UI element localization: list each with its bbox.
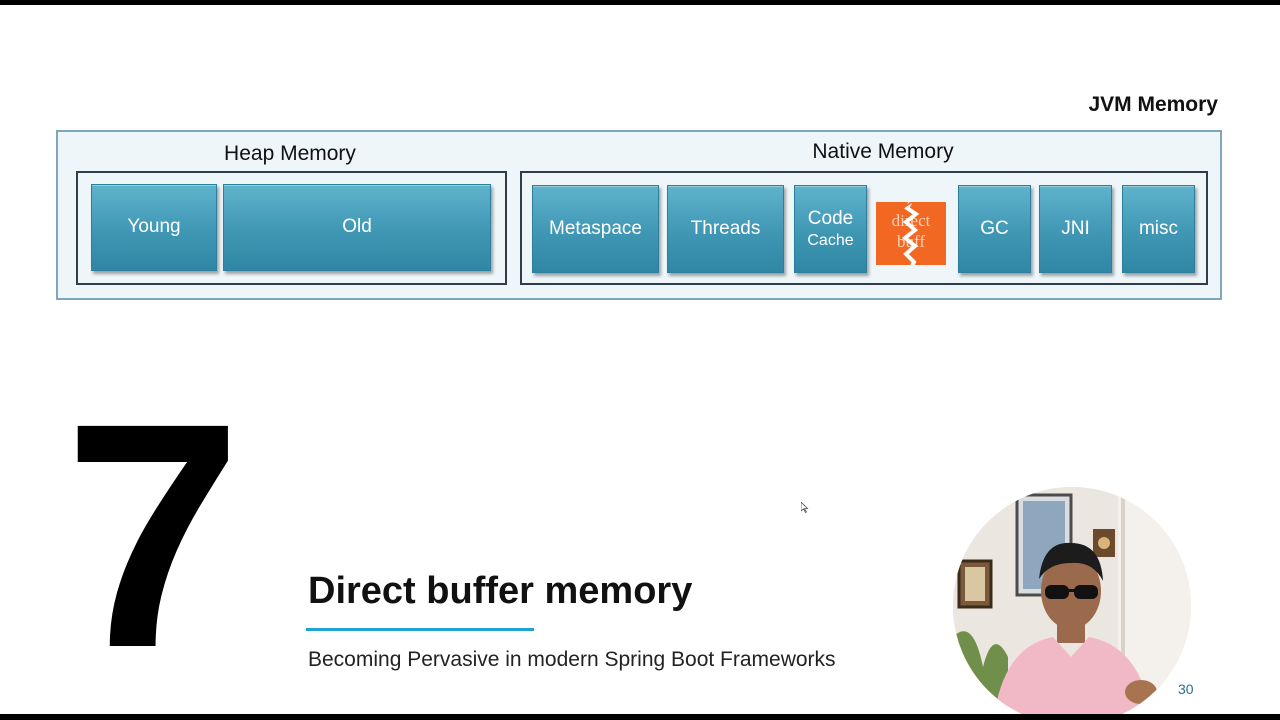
young-block: Young — [91, 184, 217, 271]
native-memory-label: Native Memory — [812, 140, 954, 163]
presenter-webcam — [953, 487, 1191, 714]
heap-memory-label: Heap Memory — [224, 142, 356, 165]
direct-buffer-burst: direct buff — [876, 202, 946, 265]
threads-label: Threads — [690, 217, 761, 239]
metaspace-block: Metaspace — [532, 185, 659, 273]
slide-big-number: 7 — [64, 356, 242, 714]
gc-block: GC — [958, 185, 1031, 273]
mouse-cursor-icon — [801, 502, 809, 513]
title-underline — [306, 628, 534, 631]
gc-label: GC — [980, 217, 1009, 239]
old-label: Old — [342, 216, 372, 238]
code-cache-block: Code Cache — [794, 185, 867, 273]
native-memory-region — [520, 171, 1208, 285]
slide-subtitle: Becoming Pervasive in modern Spring Boot… — [308, 648, 836, 671]
young-label: Young — [127, 216, 181, 238]
jvm-memory-title: JVM Memory — [1088, 93, 1218, 116]
code-cache-label-line2: Cache — [807, 231, 854, 249]
misc-block: misc — [1122, 185, 1195, 273]
misc-label: misc — [1138, 217, 1179, 239]
presenter-video-icon — [953, 487, 1191, 714]
metaspace-label: Metaspace — [549, 217, 642, 239]
crack-icon — [901, 202, 920, 265]
jni-label: JNI — [1061, 217, 1090, 239]
code-cache-label-line1: Code — [807, 208, 854, 229]
old-block: Old — [223, 184, 491, 271]
jni-block: JNI — [1039, 185, 1112, 273]
slide-title: Direct buffer memory — [308, 570, 693, 612]
heap-memory-region — [76, 171, 507, 285]
threads-block: Threads — [667, 185, 784, 273]
slide: JVM Memory Heap Memory Young Old Native … — [0, 5, 1280, 714]
page-number: 30 — [1178, 681, 1194, 697]
